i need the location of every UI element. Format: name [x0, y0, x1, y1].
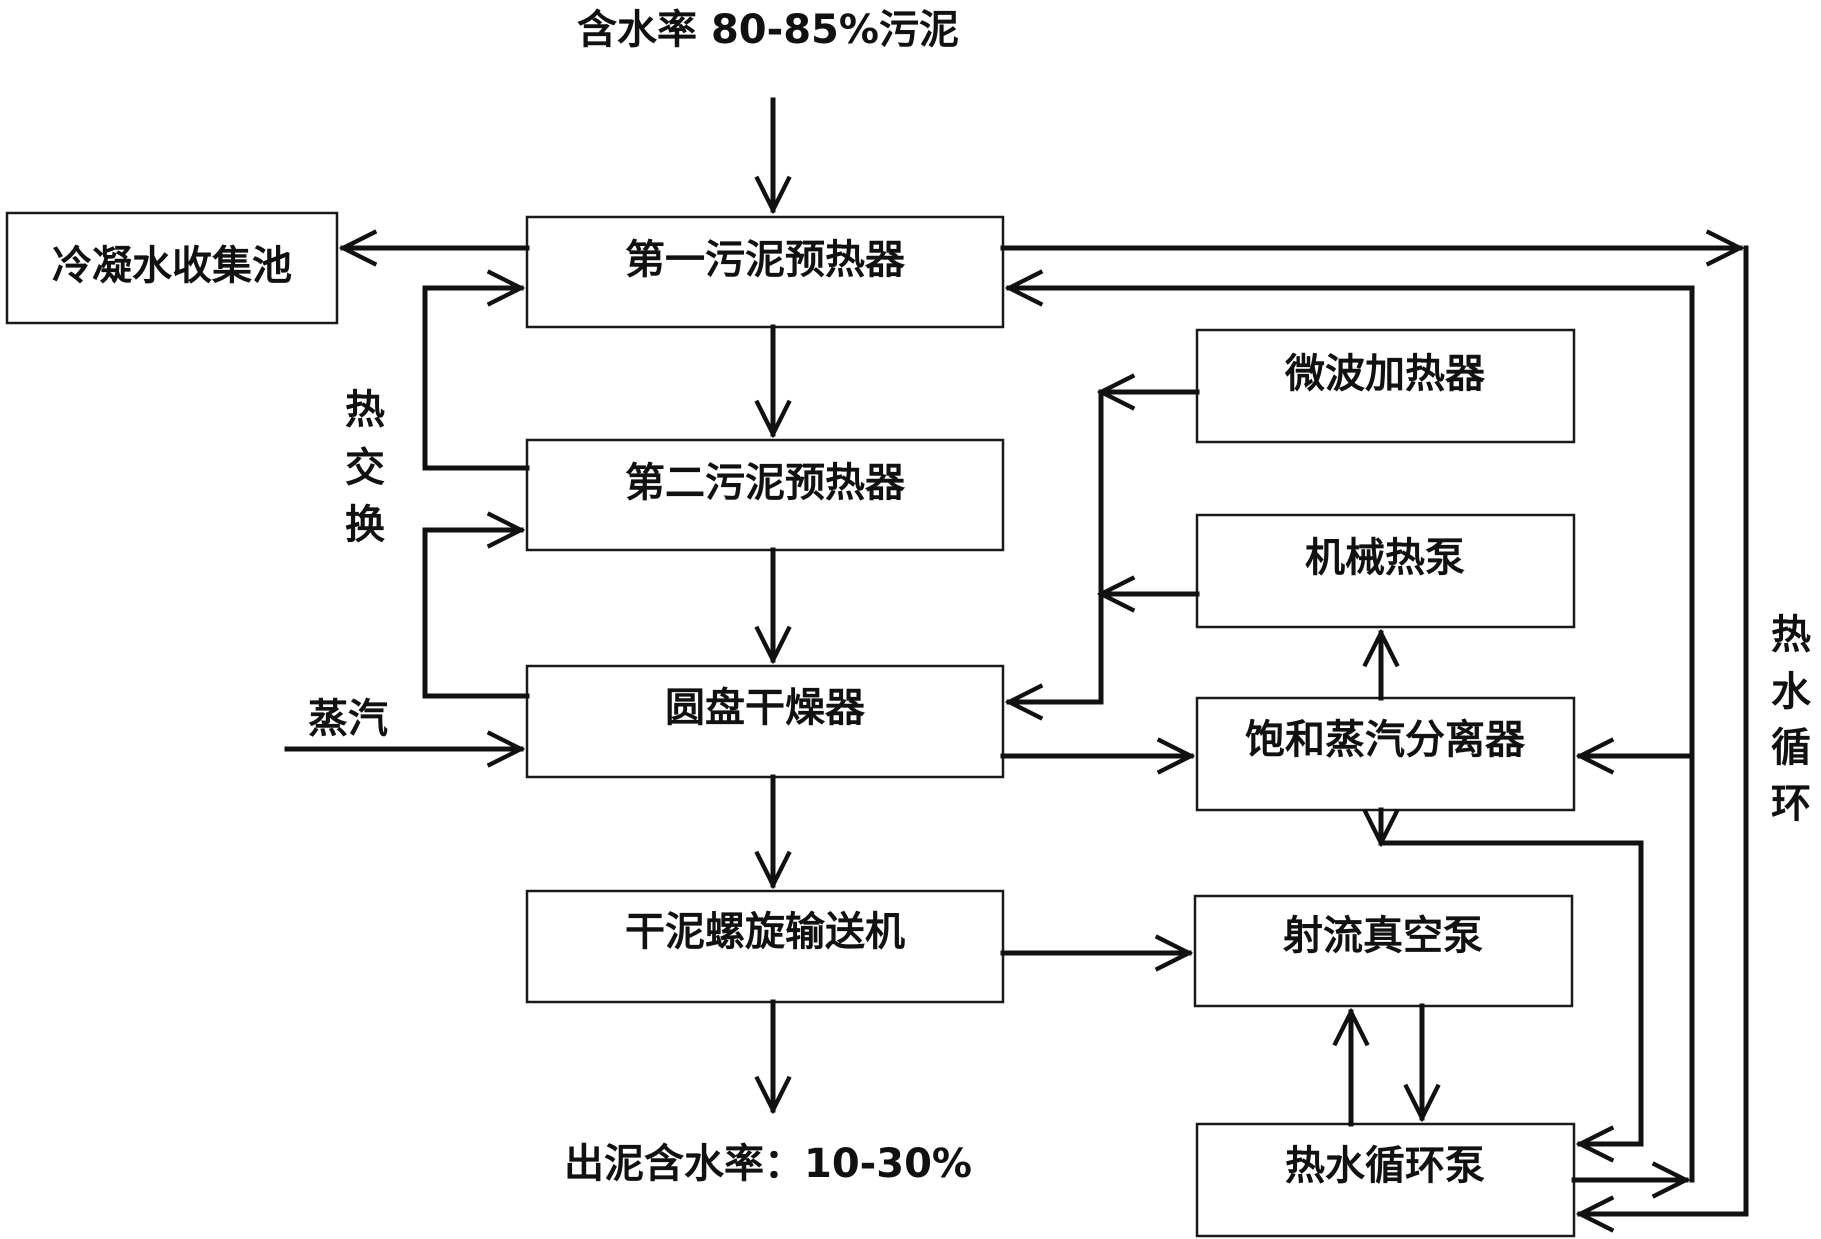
hot-water-loop-label: 热 水 循 环: [1771, 612, 1812, 827]
node-preheater-1: 第一污泥预热器: [525, 215, 1005, 329]
node-label: 饱和蒸汽分离器: [1245, 717, 1526, 763]
node-mechanical-heat-pump: 机械热泵: [1195, 513, 1576, 629]
hot-water-loop-char: 环: [1771, 781, 1811, 827]
arrow-separator-to-pump: [1378, 840, 1644, 1144]
arrow-heat-exchange-2: [422, 530, 530, 699]
node-condensate-pool: 冷凝水收集池: [5, 211, 339, 325]
node-label: 圆盘干燥器: [665, 685, 866, 731]
arrow-heat-exchange-1: [422, 288, 530, 471]
hot-water-loop-char: 热: [1771, 612, 1811, 658]
node-screw-conveyor: 干泥螺旋输送机: [525, 889, 1005, 1004]
heat-exchange-label: 热 交 换: [345, 387, 385, 548]
node-preheater-2: 第二污泥预热器: [525, 438, 1005, 552]
node-label: 机械热泵: [1305, 535, 1465, 581]
hot-water-loop-char: 循: [1771, 725, 1811, 771]
node-label: 干泥螺旋输送机: [625, 909, 905, 955]
heat-exchange-char: 热: [345, 387, 385, 433]
heat-exchange-char: 换: [345, 502, 385, 548]
node-label: 第一污泥预热器: [625, 237, 906, 283]
steam-label: 蒸汽: [308, 696, 388, 742]
arrow-heat-to-dryer: [1009, 389, 1104, 702]
node-microwave-heater: 微波加热器: [1195, 328, 1576, 444]
node-label: 微波加热器: [1284, 351, 1486, 397]
node-label: 射流真空泵: [1283, 913, 1483, 959]
node-label: 热水循环泵: [1285, 1143, 1485, 1189]
node-jet-vacuum-pump: 射流真空泵: [1193, 894, 1574, 1008]
node-label: 第二污泥预热器: [625, 460, 906, 506]
node-steam-separator: 饱和蒸汽分离器: [1195, 696, 1576, 812]
output-label: 出泥含水率：10-30%: [564, 1141, 972, 1187]
input-label: 含水率 80-85%污泥: [577, 7, 959, 53]
connectors: [284, 97, 1749, 1214]
heat-exchange-char: 交: [345, 445, 385, 491]
hot-water-loop-char: 水: [1771, 669, 1812, 715]
node-disc-dryer: 圆盘干燥器: [525, 664, 1005, 779]
node-label: 冷凝水收集池: [52, 243, 292, 289]
node-hot-water-pump: 热水循环泵: [1195, 1122, 1576, 1238]
